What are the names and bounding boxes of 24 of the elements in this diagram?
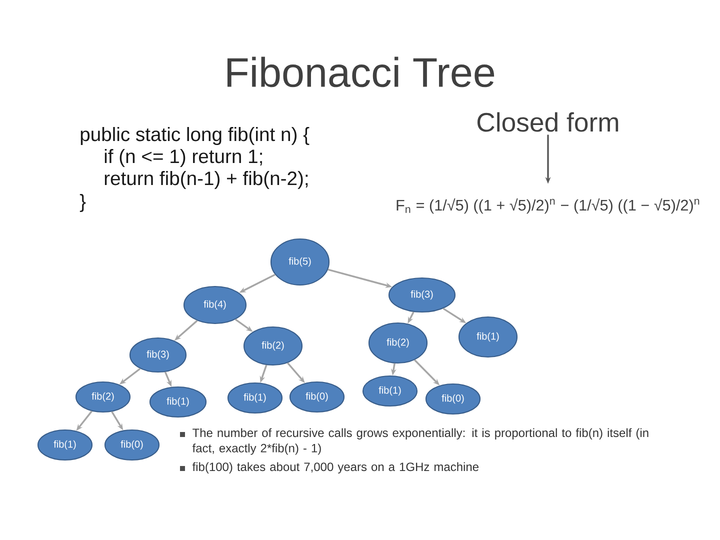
ellipse-node: fib(0): [425, 383, 481, 415]
ellipse-node: fib(1): [37, 429, 93, 461]
code-line: }: [80, 194, 86, 212]
ellipse-node: fib(2): [368, 322, 428, 364]
text-label: Closed form: [478, 112, 618, 132]
ellipse-node: fib(1): [458, 316, 518, 358]
code-line: public static long fib(int n) {: [80, 127, 310, 146]
ellipse-node: fib(1): [227, 382, 283, 414]
ellipse-node: fib(2): [243, 326, 303, 366]
code-line: return fib(n-1) + fib(n-2);: [104, 171, 308, 190]
slide-title: Fibonacci Tree: [227, 56, 494, 88]
ellipse-node: fib(4): [183, 286, 247, 324]
ellipse-node: fib(0): [104, 429, 160, 461]
bullet-text: fib(100) takes about 7,000 years on a 1GHz machine: [192, 462, 479, 474]
ellipse-node: fib(1): [362, 375, 418, 407]
ellipse-node: fib(1): [149, 386, 207, 418]
ellipse-node: fib(2): [75, 381, 131, 413]
ellipse-node: fib(5): [270, 238, 330, 286]
ellipse-node: fib(3): [388, 277, 456, 313]
ellipse-node: fib(3): [129, 337, 187, 373]
bullet-text: The number of recursive calls grows exponentially: it is proportional to fib(n) itself (in fact, exactly 2*fib(n) - 1): [192, 428, 648, 455]
code-line: if (n <= 1) return 1;: [104, 149, 262, 168]
formula: F$_{n}$ = (1/√5) ((1 + √5)/2)$^{n}$ − (1/√5) ((1 − √5)/2)$^{n}$: [396, 198, 700, 214]
ellipse-node: fib(0): [289, 381, 345, 413]
